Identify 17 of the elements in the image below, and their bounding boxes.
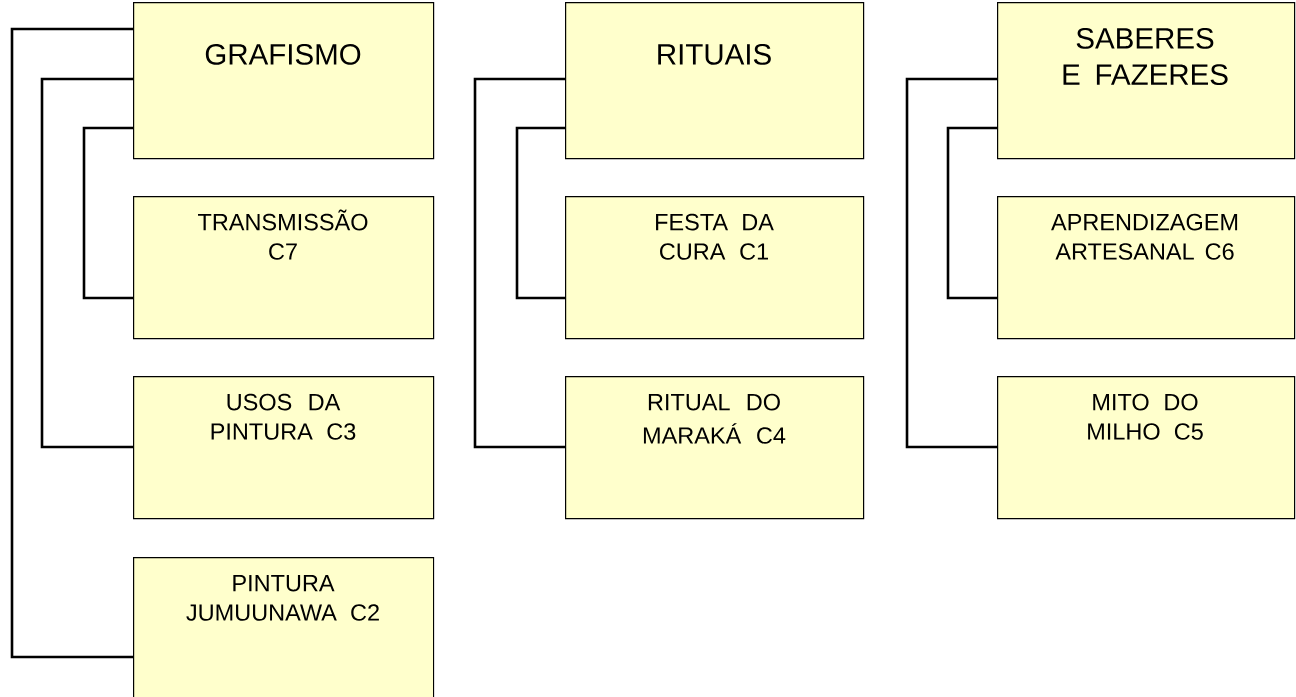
topic-box: PINTURA JUMUUNAWA C2 [133,557,435,697]
connector [10,27,133,659]
connector [473,77,565,449]
topic-box: TRANSMISSÃO C7 [133,196,435,340]
category-box: SABERES E FAZERES [997,2,1296,160]
connector [946,126,997,300]
connector [40,77,133,449]
connector [515,126,565,300]
category-box: GRAFISMO [133,2,435,160]
topic-box: RITUAL DO MARAKÁ C4 [565,376,865,520]
topic-box: MITO DO MILHO C5 [997,376,1296,520]
topic-box: FESTA DA CURA C1 [565,196,865,340]
topic-box: USOS DA PINTURA C3 [133,376,435,520]
topic-box: APRENDIZAGEM ARTESANAL C6 [997,196,1296,340]
connector [905,77,997,449]
category-box: RITUAIS [565,2,865,160]
connector [82,126,133,300]
